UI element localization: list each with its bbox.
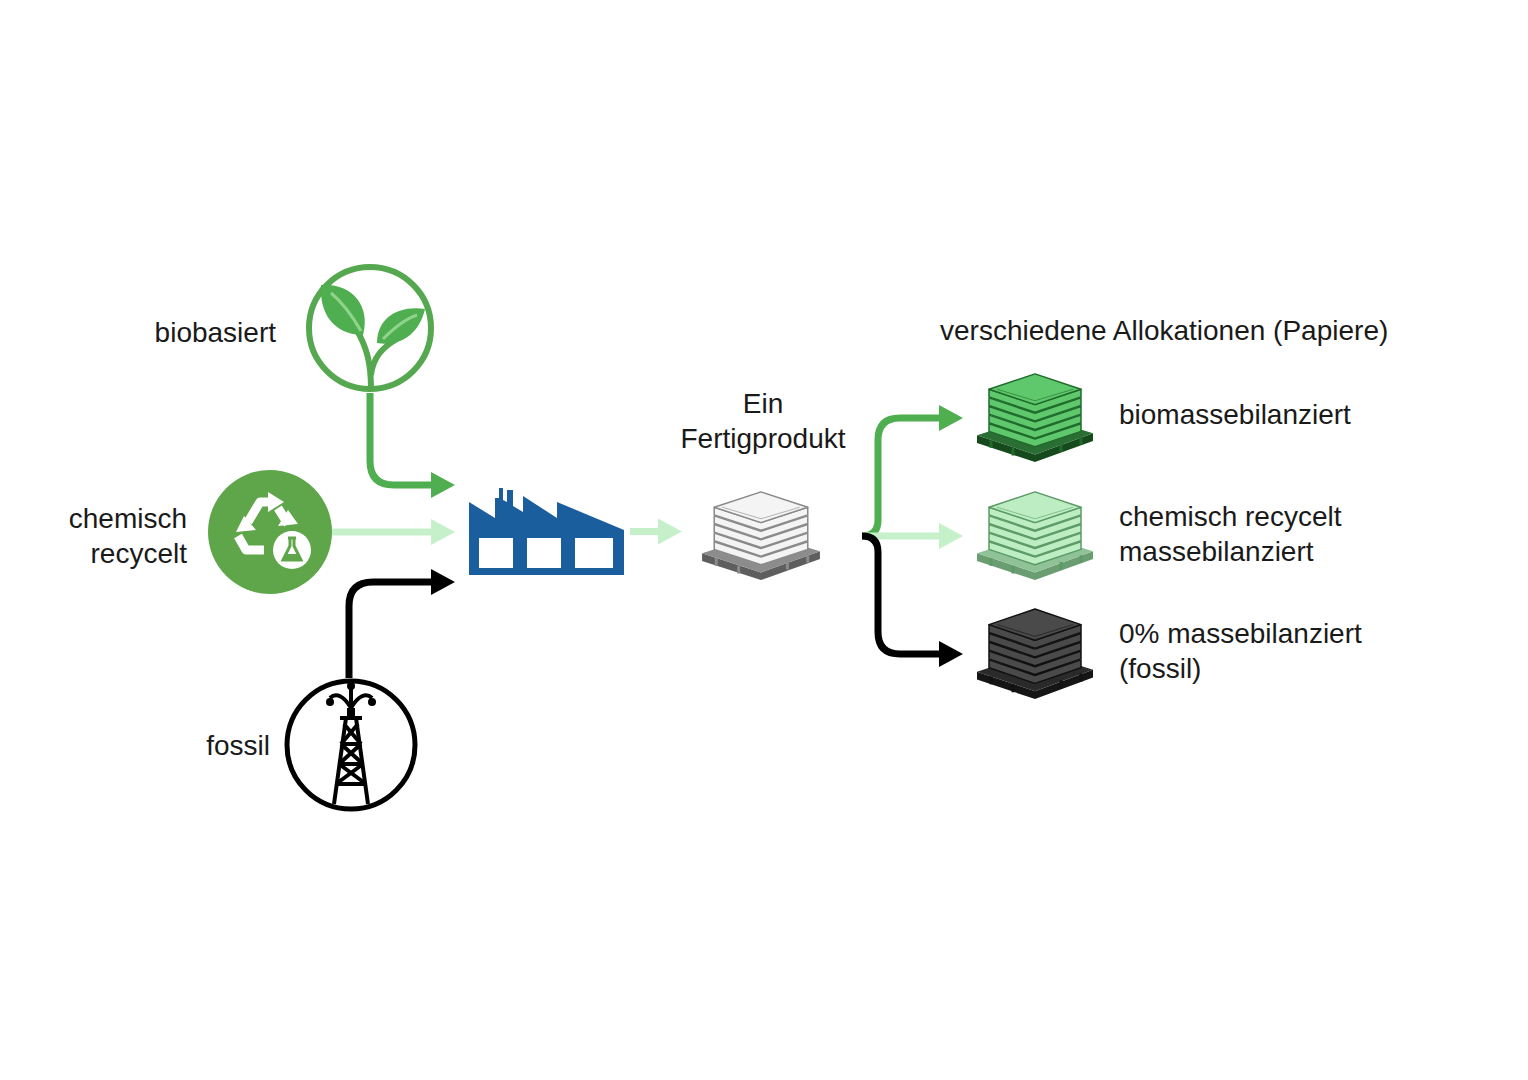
flow-arrow [862,523,963,549]
arrow-head [939,641,963,667]
arrow-line [862,418,943,536]
flow-arrow [862,536,963,667]
oil-derrick-icon [284,678,418,812]
arrow-line [862,536,943,654]
white-pallet-icon [700,490,822,582]
lightgreen-pallet-icon [975,490,1095,582]
source-label: fossil [120,728,270,763]
arrow-line [370,393,435,485]
arrow-head [939,523,963,549]
allocation-label: chemisch recycelt massebilanziert [1119,499,1399,569]
plant-icon [305,263,435,393]
recycle-circle: chemisch recycelt [208,470,332,594]
arrow-line [630,528,662,535]
derrick-circle: fossil [284,678,418,812]
product-pallet: Ein Fertigprodukt [700,490,822,582]
flow-arrow [332,519,455,545]
black-pallet-icon [975,607,1095,701]
factory-icon [469,488,624,575]
plant-circle: biobasiert [305,263,435,393]
source-label: biobasiert [76,315,276,350]
arrow-line [332,529,435,536]
factory-node [469,488,624,575]
group-heading: verschiedene Allokationen (Papiere) [940,313,1388,348]
arrow-head [939,405,963,431]
arrow-line [862,533,943,540]
flow-arrow [349,569,455,678]
allocation-label: biomassebilanziert [1119,397,1419,432]
arrow-line [349,582,435,678]
recycled-pallet: chemisch recycelt massebilanziert [975,490,1095,582]
green-pallet-icon [975,372,1095,464]
flow-arrow [862,405,963,536]
allocation-label: 0% massebilanziert (fossil) [1119,616,1399,686]
flow-arrow [370,393,455,498]
recycle-icon [208,470,332,594]
flow-arrow [630,519,682,545]
product-heading: Ein Fertigprodukt [658,386,868,456]
arrow-head [431,472,455,498]
arrow-head [431,569,455,595]
arrow-head [658,519,682,545]
arrow-head [431,519,455,545]
bio-pallet: biomassebilanziert [975,372,1095,464]
source-label: chemisch recycelt [47,501,187,571]
fossil-pallet: 0% massebilanziert (fossil) [975,607,1095,701]
